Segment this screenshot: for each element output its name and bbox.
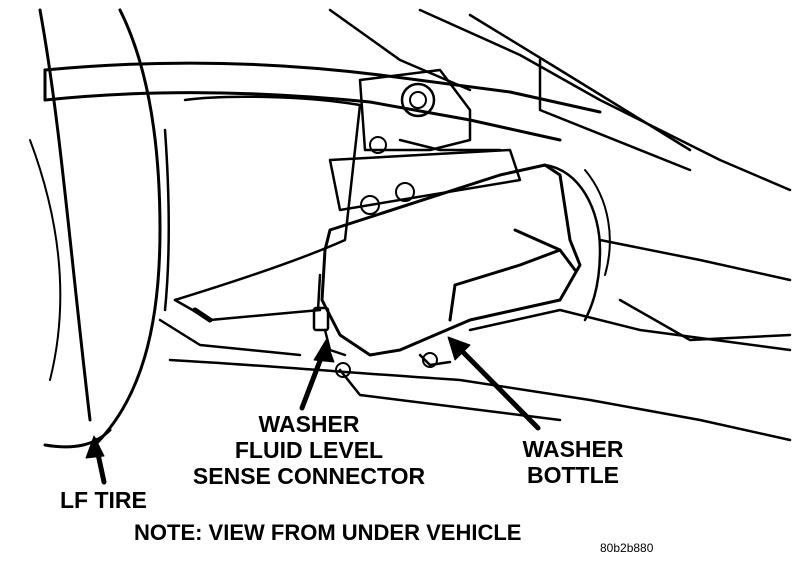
upper-body-panels xyxy=(328,8,792,192)
leader-arrows xyxy=(85,336,541,485)
label-line: BOTTLE xyxy=(527,462,619,488)
washer-fluid-connector-label: WASHER FLUID LEVEL SENSE CONNECTOR xyxy=(178,411,440,489)
washer-bottle-label: WASHER BOTTLE xyxy=(508,436,638,488)
lower-panels xyxy=(168,238,792,442)
lf-tire-drawing xyxy=(29,8,162,449)
label-line: WASHER xyxy=(522,436,624,462)
mounting-bracket xyxy=(328,68,522,215)
note-caption: NOTE: VIEW FROM UNDER VEHICLE xyxy=(134,520,522,545)
bottle-arrow xyxy=(453,342,541,431)
figure-code: 80b2b880 xyxy=(600,541,654,555)
washer-bottle-drawing xyxy=(320,163,611,357)
label-line: FLUID LEVEL xyxy=(234,437,384,463)
label-line: WASHER xyxy=(258,411,360,437)
frame-rail xyxy=(43,61,602,142)
lf-tire-label: LF TIRE xyxy=(60,487,147,513)
label-line: SENSE CONNECTOR xyxy=(192,463,426,489)
